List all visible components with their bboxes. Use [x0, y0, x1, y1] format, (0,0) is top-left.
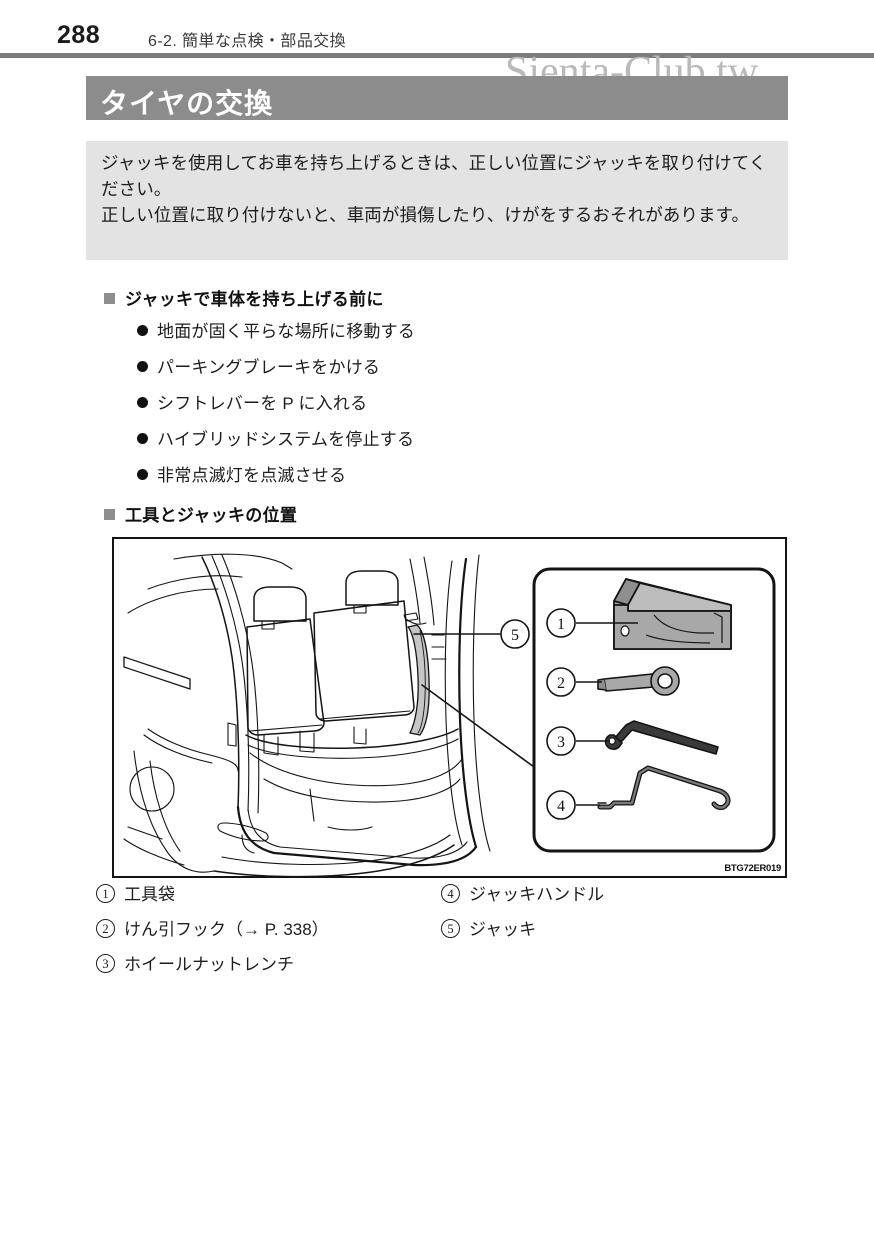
list-item-label: ハイブリッドシステムを停止する: [157, 430, 415, 449]
legend-item-label: 工具袋: [124, 885, 175, 904]
section-heading-tool-jack-location: 工具とジャッキの位置: [104, 501, 297, 526]
legend-item-label: ジャッキハンドル: [469, 885, 605, 904]
circled-number-icon: 3: [96, 954, 115, 973]
round-bullet-icon: [137, 433, 148, 444]
legend-item: 5 ジャッキ: [441, 919, 604, 954]
list-item: 地面が固く平らな場所に移動する: [137, 320, 697, 356]
illustration-frame: 5 1: [112, 537, 787, 878]
page-number: 288: [57, 21, 101, 49]
section-label: 6-2. 簡単な点検・部品交換: [148, 33, 347, 50]
section-heading-label: 工具とジャッキの位置: [125, 506, 298, 525]
circled-number-icon: 4: [441, 884, 460, 903]
round-bullet-icon: [137, 361, 148, 372]
warning-notice-box: ジャッキを使用してお車を持ち上げるときは、正しい位置にジャッキを取り付けてくださ…: [86, 141, 788, 260]
legend-item-label: ホイールナットレンチ: [124, 955, 294, 974]
list-item: シフトレバーを P に入れる: [137, 392, 697, 428]
page-title: タイヤの交換: [100, 88, 274, 119]
list-item: パーキングブレーキをかける: [137, 356, 697, 392]
square-bullet-icon: [104, 293, 115, 304]
list-item-label: 地面が固く平らな場所に移動する: [157, 322, 415, 341]
section-heading-label: ジャッキで車体を持ち上げる前に: [125, 290, 384, 309]
chapter-title-banner: タイヤの交換: [86, 76, 788, 120]
callout-marker-4: 4: [557, 798, 565, 815]
legend-column-left: 1 工具袋 2 けん引フック（→ P. 338） 3 ホイールナットレンチ: [96, 884, 329, 989]
callout-marker-2: 2: [557, 675, 565, 692]
round-bullet-icon: [137, 397, 148, 408]
circled-number-icon: 5: [441, 919, 460, 938]
legend-item: 1 工具袋: [96, 884, 329, 919]
tool-inset-panel: 1 2 3: [532, 567, 776, 853]
illustration-code: BTG72ER019: [724, 863, 781, 874]
warning-notice-text: ジャッキを使用してお車を持ち上げるときは、正しい位置にジャッキを取り付けてくださ…: [101, 153, 767, 225]
circled-number-icon: 1: [96, 884, 115, 903]
circled-number-icon: 2: [96, 919, 115, 938]
list-item-label: パーキングブレーキをかける: [157, 358, 381, 377]
legend-item: 4 ジャッキハンドル: [441, 884, 604, 919]
square-bullet-icon: [104, 509, 115, 520]
list-item-label: 非常点滅灯を点滅させる: [157, 466, 347, 485]
list-item: 非常点滅灯を点滅させる: [137, 464, 697, 500]
tool-location-illustration: 5 1: [123, 553, 776, 876]
legend-item: 3 ホイールナットレンチ: [96, 954, 329, 989]
callout-marker-1: 1: [557, 616, 565, 633]
header-divider: [0, 53, 874, 58]
page-header: 288 6-2. 簡単な点検・部品交換: [0, 0, 874, 58]
legend-item-label: けん引フック（→ P. 338）: [124, 920, 329, 939]
legend-item-label: ジャッキ: [469, 920, 537, 939]
round-bullet-icon: [137, 469, 148, 480]
round-bullet-icon: [137, 325, 148, 336]
list-item: ハイブリッドシステムを停止する: [137, 428, 697, 464]
precaution-list: 地面が固く平らな場所に移動する パーキングブレーキをかける シフトレバーを P …: [137, 320, 697, 500]
legend-column-right: 4 ジャッキハンドル 5 ジャッキ: [441, 884, 604, 954]
list-item-label: シフトレバーを P に入れる: [157, 394, 368, 413]
legend-item: 2 けん引フック（→ P. 338）: [96, 919, 329, 954]
callout-marker-5: 5: [511, 627, 519, 644]
callout-marker-3: 3: [557, 734, 565, 751]
section-heading-before-jacking: ジャッキで車体を持ち上げる前に: [104, 285, 384, 310]
